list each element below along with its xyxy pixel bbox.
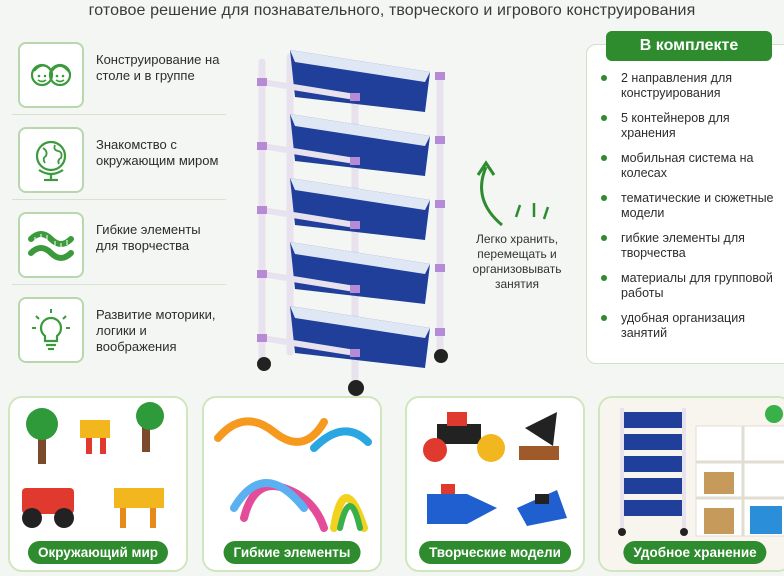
rack-joint bbox=[350, 93, 360, 101]
flexible-tube-icon bbox=[18, 212, 84, 278]
card-label: Творческие модели bbox=[419, 541, 571, 564]
container-lid bbox=[290, 178, 430, 210]
children-faces-icon bbox=[18, 42, 84, 108]
rack-joint bbox=[435, 200, 445, 208]
kit-item: 2 направления для конструирования bbox=[597, 71, 781, 111]
bullet-icon bbox=[601, 195, 607, 201]
feature-item: Развитие моторики, логики и воображения bbox=[12, 285, 226, 369]
container-lid bbox=[290, 242, 430, 274]
feature-item: Гибкие элементы для творчества bbox=[12, 200, 226, 285]
kit-panel: 2 направления для конструирования 5 конт… bbox=[586, 44, 784, 364]
container-lid bbox=[290, 114, 430, 146]
rack-joint bbox=[435, 72, 445, 80]
curved-arrow-icon bbox=[476, 160, 550, 227]
feature-text: Гибкие элементы для творчества bbox=[96, 222, 201, 253]
globe-icon bbox=[18, 127, 84, 193]
rack-bar bbox=[261, 335, 356, 356]
lightbulb-icon bbox=[18, 297, 84, 363]
rack-joint bbox=[257, 334, 267, 342]
bullet-icon bbox=[601, 315, 607, 321]
classroom-storage-illustration bbox=[600, 398, 784, 570]
rack-joint bbox=[350, 221, 360, 229]
rack-joint bbox=[350, 349, 360, 357]
rack-joint bbox=[257, 270, 267, 278]
kit-item: гибкие элементы для творчества bbox=[597, 231, 781, 271]
storage-caption: Легко хранить, перемещать и организовыва… bbox=[472, 232, 562, 291]
feature-item: Конструирование на столе и в группе bbox=[12, 30, 226, 115]
kit-item: материалы для групповой работы bbox=[597, 271, 781, 311]
rack-joint bbox=[257, 78, 267, 86]
storage-rack-illustration bbox=[257, 50, 448, 396]
feature-list: Конструирование на столе и в группе Знак… bbox=[12, 30, 226, 369]
bullet-icon bbox=[601, 235, 607, 241]
rack-joint bbox=[257, 142, 267, 150]
bullet-icon bbox=[601, 155, 607, 161]
card-label: Гибкие элементы bbox=[223, 541, 361, 564]
feature-text: Знакомство с окружающим миром bbox=[96, 137, 219, 168]
rack-joint bbox=[257, 206, 267, 214]
container-lid bbox=[290, 306, 430, 338]
rack-bar bbox=[261, 207, 356, 228]
card-flexible: Гибкие элементы bbox=[202, 396, 382, 572]
bullet-icon bbox=[601, 115, 607, 121]
headline: готовое решение для познавательного, тво… bbox=[88, 2, 696, 19]
rack-bar bbox=[261, 143, 356, 164]
rack-joint bbox=[350, 285, 360, 293]
card-label: Удобное хранение bbox=[623, 541, 767, 564]
kit-item: мобильная система на колесах bbox=[597, 151, 781, 191]
flexible-tubes-illustration bbox=[214, 417, 372, 532]
kit-title: В комплекте bbox=[606, 31, 772, 61]
bullet-icon bbox=[601, 275, 607, 281]
container-lid bbox=[290, 50, 430, 82]
toy-animals-illustration bbox=[22, 402, 164, 528]
card-creative: Творческие модели bbox=[405, 396, 585, 572]
feature-text: Конструирование на столе и в группе bbox=[96, 52, 220, 83]
rack-bar bbox=[261, 271, 356, 292]
rack-joint bbox=[435, 328, 445, 336]
kit-item: удобная организация занятий bbox=[597, 311, 781, 351]
rack-joint bbox=[350, 157, 360, 165]
rack-joint bbox=[435, 264, 445, 272]
rack-bar bbox=[261, 79, 356, 100]
card-environment: Окружающий мир bbox=[8, 396, 188, 572]
card-label: Окружающий мир bbox=[27, 541, 169, 564]
kit-item: тематические и сюжетные модели bbox=[597, 191, 781, 231]
feature-text: Развитие моторики, логики и воображения bbox=[96, 307, 216, 354]
card-storage: Удобное хранение bbox=[598, 396, 784, 572]
rack-joint bbox=[435, 136, 445, 144]
creative-models-illustration bbox=[423, 412, 567, 526]
feature-item: Знакомство с окружающим миром bbox=[12, 115, 226, 200]
kit-item: 5 контейнеров для хранения bbox=[597, 111, 781, 151]
kit-list: 2 направления для конструирования 5 конт… bbox=[597, 71, 781, 351]
bullet-icon bbox=[601, 75, 607, 81]
